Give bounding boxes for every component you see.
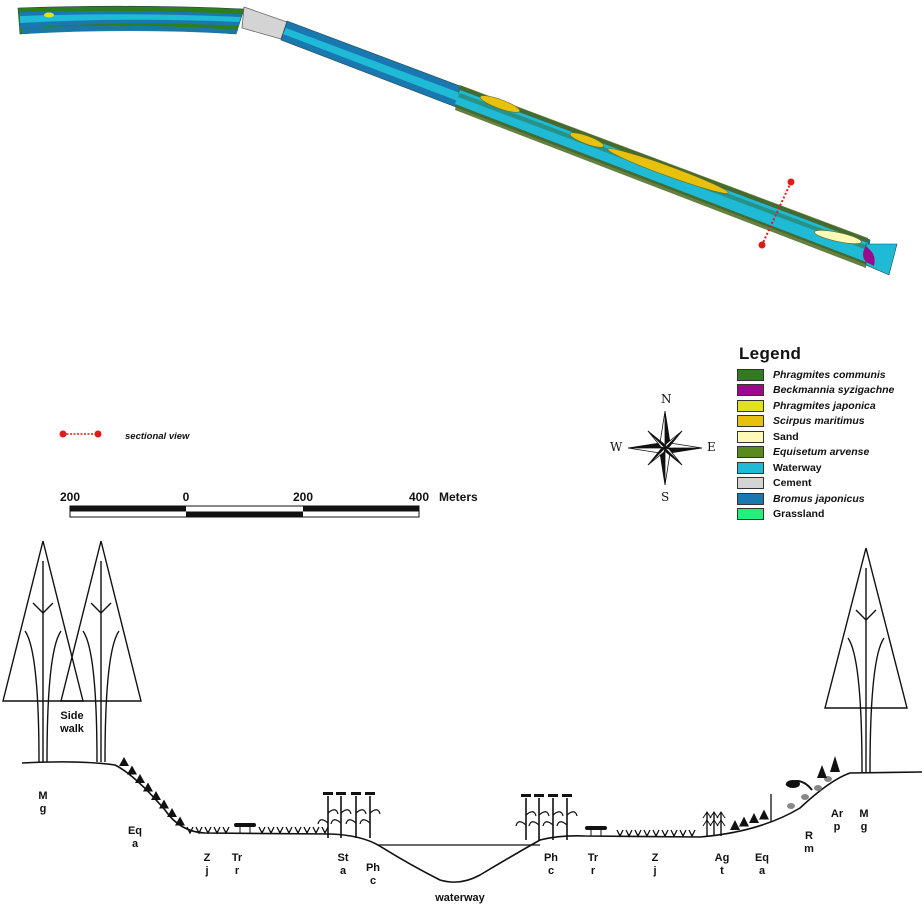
island-sand [814,230,862,244]
cement-section [241,6,288,40]
xs-label-zj-left: Z j [203,852,211,877]
xs-label-mg-left: M g [38,790,48,815]
legend-swatch [737,430,764,443]
xs-label-trr-left: Tr r [231,852,243,877]
xs-label-rm: R m [804,830,814,855]
zoysia-left-1 [186,826,230,835]
section-line [758,178,795,249]
legend-swatch [737,508,764,521]
xs-label-phc-right: Ph c [543,852,559,877]
island-scirpus-2 [569,132,605,148]
zoysia-right [616,829,696,838]
reeds-right [515,794,578,840]
xs-label-waterway: waterway [435,892,485,904]
legend-label: Scirpus maritimus [773,415,865,428]
compass-south: S [661,490,670,504]
legend-swatch [737,492,764,505]
legend-item: Grassland [737,507,924,523]
legend-item: Cement [737,476,924,492]
legend-label: Bromus japonicus [773,492,865,505]
legend-swatch [737,461,764,474]
legend-swatch [737,446,764,459]
xs-label-phc-left: Ph c [365,862,381,887]
legend-title: Legend [739,344,802,363]
tree-left-2 [60,540,142,763]
legend-item: Phragmites japonica [737,398,924,414]
scale-tick-200-left: 200 [59,490,81,504]
legend-label: Cement [773,477,812,490]
scale-tick-200: 200 [292,490,314,504]
legend-label: Grassland [773,508,825,521]
legend-item: Scirpus maritimus [737,414,924,430]
legend-label: Sand [773,430,799,443]
scale-tick-0: 0 [182,490,190,504]
scale-units: Meters [439,490,478,504]
sectional-view-label: sectional view [125,431,190,442]
legend-label: Beckmannia syzigachne [773,384,895,397]
reeds-left [317,792,381,838]
vegetation-symbols [119,756,840,840]
equisetum-right [730,809,769,830]
xs-label-agt: Ag t [714,852,730,877]
island-phragmites-japonica [44,12,54,18]
legend-item: Phragmites communis [737,367,924,383]
legend-item: Bromus japonicus [737,491,924,507]
legend-swatch [737,368,764,381]
legend-label: Waterway [773,461,822,474]
legend-item: Waterway [737,460,924,476]
xs-label-mg-right: M g [859,808,869,833]
xs-label-trr-right: Tr r [587,852,599,877]
tree-right [824,547,908,773]
agropyron [702,811,726,836]
compass-west: W [610,440,623,454]
legend-swatch [737,477,764,490]
compass-east: E [707,440,716,454]
legend-item: Sand [737,429,924,445]
scale-bar [69,505,420,518]
shrubs-right-slope [770,756,840,822]
xs-label-zj-right: Z j [651,852,659,877]
patch-beckmannia [863,246,875,266]
island-scirpus-1 [479,95,521,113]
legend-swatch [737,399,764,412]
legend-label: Equisetum arvense [773,446,870,459]
legend-label: Phragmites japonica [773,399,876,412]
scale-tick-400: 400 [408,490,430,504]
zoysia-left-2 [258,826,329,835]
xs-label-eqa-right: Eq a [754,852,770,877]
river-reach-upper [17,5,245,35]
legend-label: Phragmites communis [773,368,886,381]
compass-north: N [661,392,672,406]
cross-section-profile [21,761,923,883]
equisetum-left [119,757,185,826]
xs-label-eqa-left: Eq a [127,825,143,850]
trifolium-left [234,823,256,833]
river-reach-main [280,20,898,276]
xs-label-arp: Ar p [830,808,844,833]
trifolium-right [585,826,607,836]
legend-item: Beckmannia syzigachne [737,383,924,399]
legend-item: Equisetum arvense [737,445,924,461]
compass-rose [627,410,703,486]
tree-left-1 [2,540,84,763]
xs-label-sta: St a [337,852,349,877]
legend-swatch [737,384,764,397]
island-scirpus-3 [607,148,729,194]
sectional-view-symbol [59,430,102,438]
legend-swatch [737,415,764,428]
xs-label-sidewalk: Side walk [60,710,84,735]
trees [2,540,908,773]
